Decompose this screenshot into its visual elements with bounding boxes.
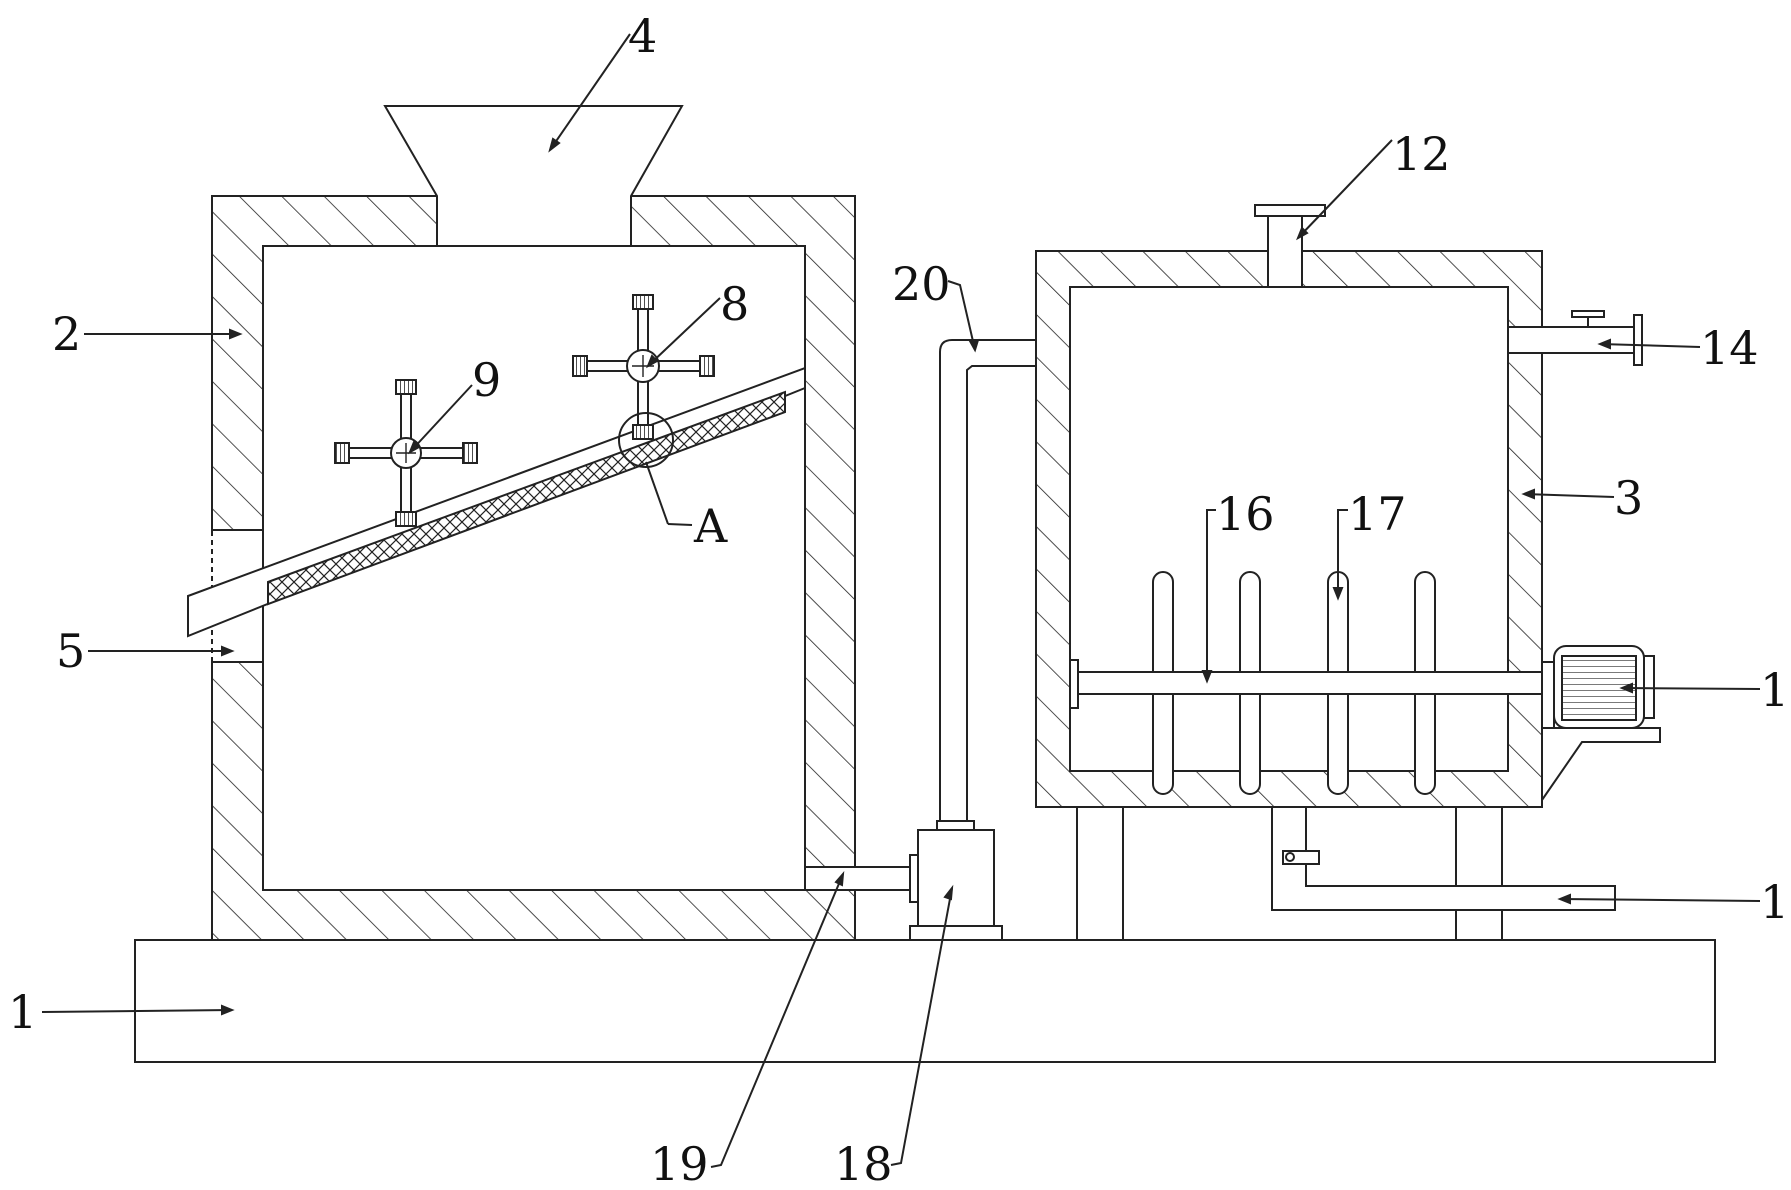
tank-leg-right: [1455, 806, 1503, 941]
detail-circle-a: [618, 412, 674, 468]
motor: [1541, 645, 1661, 804]
side-outlet-pipe: [1507, 310, 1643, 366]
label-14: 14: [1700, 321, 1759, 375]
label-a: A: [693, 499, 728, 553]
leader-arrows: [221, 137, 1633, 1016]
label-20: 20: [892, 257, 951, 311]
stirring-tank: [1035, 250, 1543, 808]
outlet-pipe: [804, 854, 919, 903]
label-17: 17: [1348, 487, 1407, 541]
stirring-shaft: [1069, 571, 1543, 795]
label-13: 13: [1760, 875, 1791, 929]
top-inlet-pipe: [1254, 204, 1326, 288]
leader-lines: [41, 33, 1761, 1168]
label-9: 9: [472, 353, 501, 407]
label-18: 18: [834, 1137, 893, 1190]
label-5: 5: [56, 624, 85, 678]
label-4: 4: [628, 9, 657, 63]
label-19: 19: [650, 1137, 709, 1190]
base-plate: [134, 939, 1716, 1063]
label-16: 16: [1216, 487, 1275, 541]
label-2: 2: [52, 307, 81, 361]
tank-leg-left: [1076, 806, 1124, 941]
label-12: 12: [1392, 127, 1451, 181]
riser-pipe: [939, 339, 1071, 822]
label-15: 15: [1760, 663, 1791, 717]
label-1: 1: [8, 985, 37, 1039]
label-3: 3: [1614, 471, 1643, 525]
drain-pipe: [1271, 806, 1616, 911]
brush-roller-right: [572, 294, 715, 468]
pump: [909, 820, 1003, 941]
reference-labels: 1 2 5 4 8 9 A 12 14 3 16 17 15 13 20 19 …: [8, 9, 1791, 1190]
label-8: 8: [720, 277, 749, 331]
feed-hopper: [383, 105, 684, 247]
